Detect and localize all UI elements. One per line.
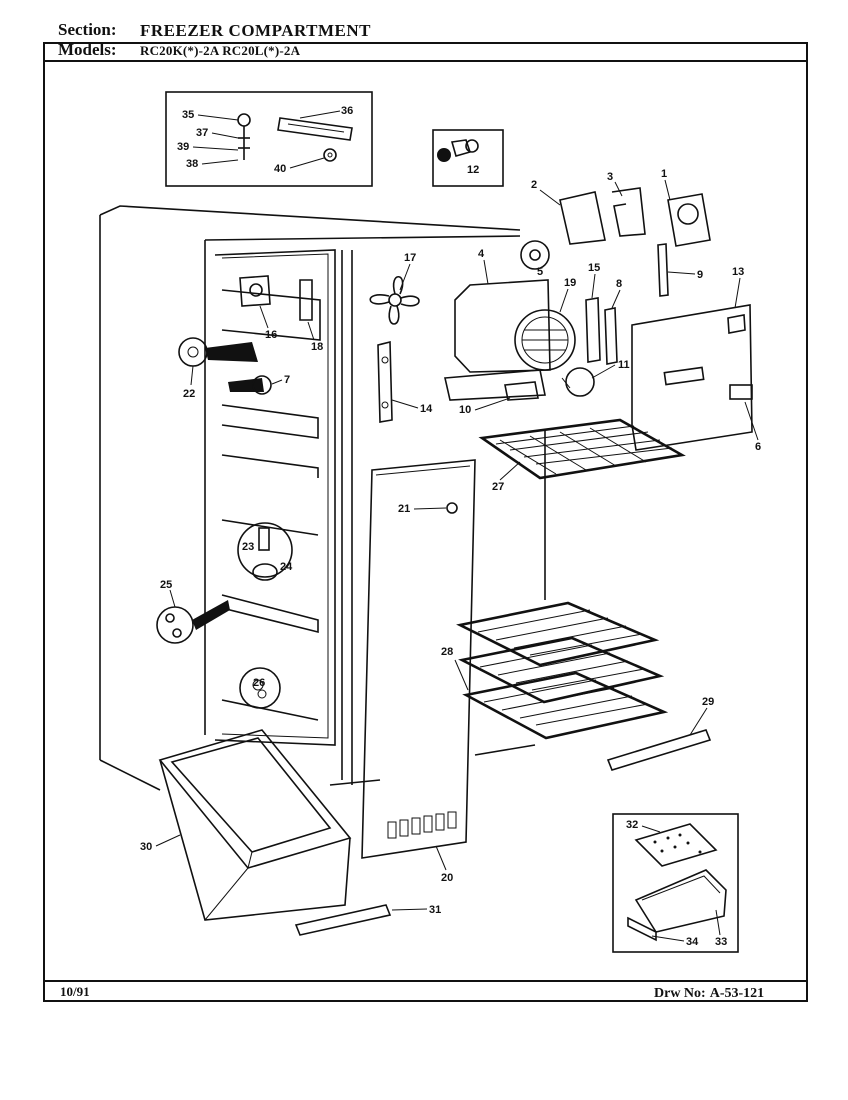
- callout-24: 24: [280, 561, 293, 573]
- callout-14: 14: [420, 403, 433, 415]
- ice-bin: [158, 729, 352, 921]
- damper-and-brackets: [559, 187, 711, 365]
- bin-trim-strip: [294, 904, 392, 936]
- drawing-number: A-53-121: [709, 986, 765, 1001]
- section-title: FREEZER COMPARTMENT: [140, 21, 372, 40]
- callout-19: 19: [564, 277, 576, 289]
- drawing-number-label: Drw No:: [654, 986, 706, 1001]
- freezer-cabinet: [99, 205, 546, 791]
- inset-socket-parts: [165, 91, 373, 187]
- callout-21: 21: [398, 503, 410, 515]
- callout-29: 29: [702, 696, 714, 708]
- lower-wire-shelves: [456, 601, 669, 740]
- callout-8: 8: [616, 278, 622, 290]
- callout-30: 30: [140, 841, 152, 853]
- callout-23: 23: [242, 541, 254, 553]
- callout-31: 31: [429, 904, 441, 916]
- header-divider: [43, 60, 808, 62]
- models-label: Models:: [58, 40, 117, 59]
- callout-9: 9: [697, 269, 703, 281]
- part-callouts: 35 36 37 39 38 40 12 2 3 1 13 4 5 15 19 …: [140, 105, 761, 948]
- callout-22: 22: [183, 388, 195, 400]
- callout-12: 12: [467, 164, 479, 176]
- callout-6: 6: [755, 441, 761, 453]
- revision-date: 10/91: [60, 984, 90, 999]
- drawing-number-block: Drw No:A-53-121: [654, 986, 764, 1002]
- section-label: Section:: [58, 20, 117, 39]
- callout-35: 35: [182, 109, 194, 121]
- callout-13: 13: [732, 266, 744, 278]
- callout-33: 33: [715, 936, 727, 948]
- callout-18: 18: [311, 341, 323, 353]
- callout-32: 32: [626, 819, 638, 831]
- callout-15: 15: [588, 262, 600, 274]
- callout-40: 40: [274, 163, 286, 175]
- callout-34: 34: [686, 936, 699, 948]
- air-duct-cover: [631, 304, 753, 451]
- drawing-frame: [43, 42, 808, 1002]
- inset-ice-tray: [612, 813, 739, 953]
- callout-3: 3: [607, 171, 613, 183]
- callout-10: 10: [459, 404, 471, 416]
- callout-4: 4: [478, 248, 485, 260]
- callout-25: 25: [160, 579, 172, 591]
- callout-20: 20: [441, 872, 453, 884]
- callout-36: 36: [341, 105, 353, 117]
- callout-26: 26: [253, 677, 265, 689]
- shelf-trim-strip: [606, 729, 712, 771]
- callout-11: 11: [618, 359, 630, 371]
- models-list: RC20K(*)-2A RC20L(*)-2A: [140, 43, 301, 58]
- motor-bracket-assembly: [444, 240, 595, 401]
- inset-part-12: [432, 129, 504, 187]
- callout-37: 37: [196, 127, 208, 139]
- divider-panel: [361, 459, 476, 859]
- callout-2: 2: [531, 179, 537, 191]
- callout-17: 17: [404, 252, 416, 264]
- callout-5: 5: [537, 266, 543, 278]
- footer-divider: [43, 980, 808, 982]
- callout-27: 27: [492, 481, 504, 493]
- callout-16: 16: [265, 329, 277, 341]
- evaporator-fan: [369, 276, 420, 423]
- callout-7: 7: [284, 374, 290, 386]
- callout-28: 28: [441, 646, 453, 658]
- cabinet-small-parts: [156, 275, 313, 709]
- callout-38: 38: [186, 158, 198, 170]
- callout-1: 1: [661, 168, 667, 180]
- callout-39: 39: [177, 141, 189, 153]
- upper-wire-shelf: [478, 418, 686, 480]
